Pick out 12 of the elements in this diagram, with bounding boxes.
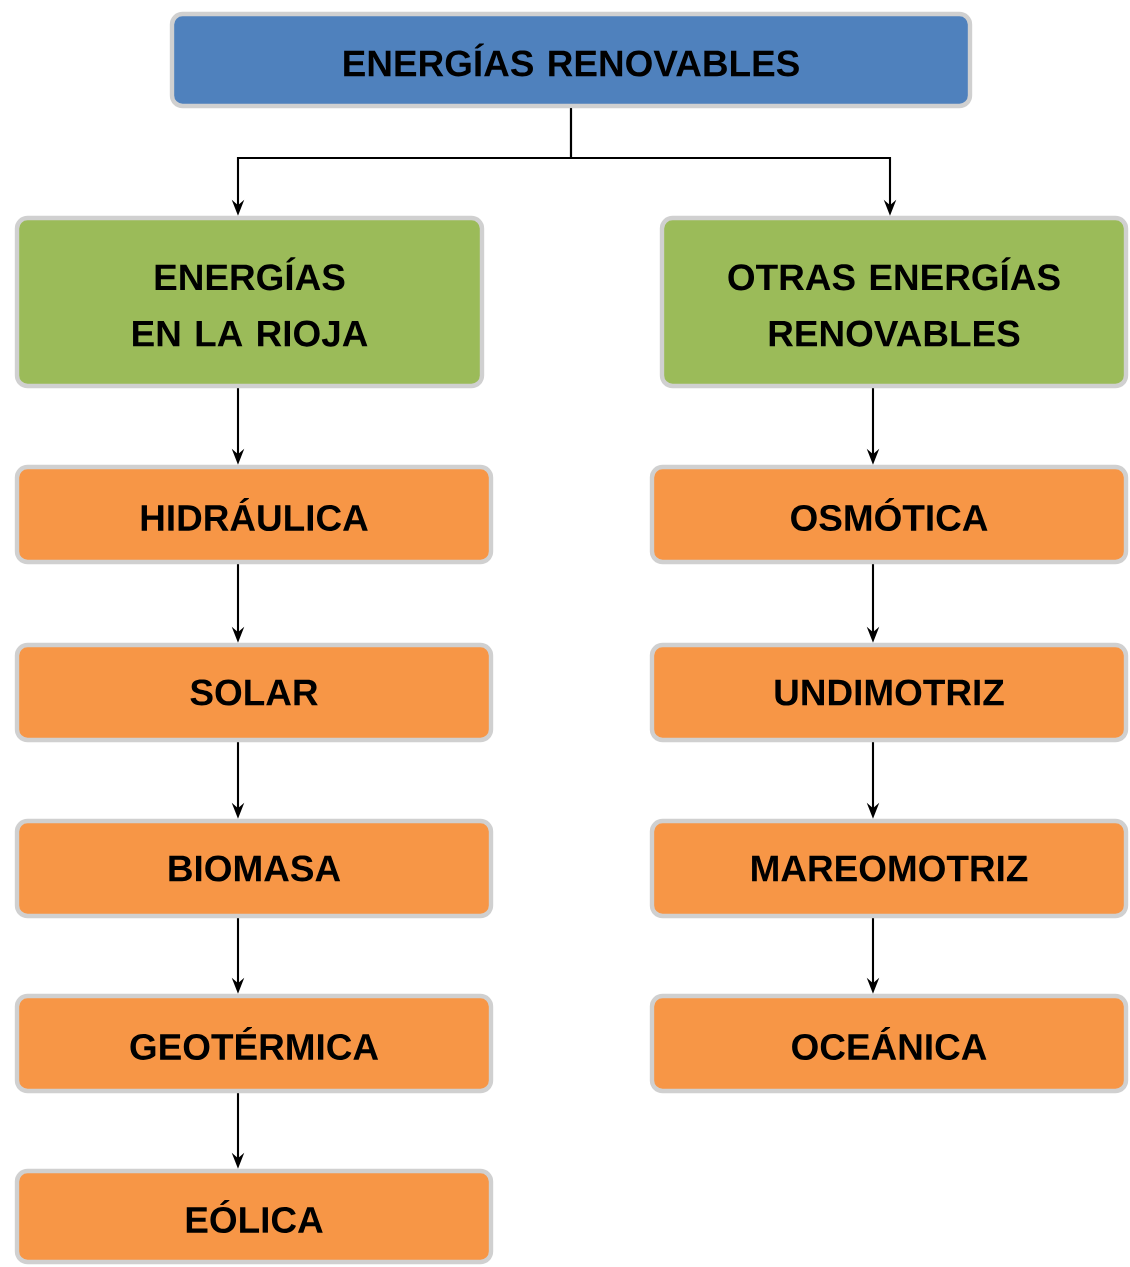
energy-box: MAREOMOTRIZ (649, 818, 1129, 919)
energy-box: HIDRÁULICA (14, 464, 494, 565)
energy-box: BIOMASA (14, 818, 494, 919)
energy-box: OSMÓTICA (649, 464, 1129, 565)
energy-box: UNDIMOTRIZ (649, 642, 1129, 743)
energy-box: GEOTÉRMICA (14, 993, 494, 1094)
title-box: ENERGÍAS RENOVABLES (169, 11, 973, 109)
energy-box: EÓLICA (14, 1168, 494, 1265)
category-box: OTRAS ENERGÍAS RENOVABLES (659, 215, 1129, 389)
energy-box: OCEÁNICA (649, 993, 1129, 1094)
energy-box: SOLAR (14, 642, 494, 743)
category-box: ENERGÍAS EN LA RIOJA (14, 215, 485, 389)
